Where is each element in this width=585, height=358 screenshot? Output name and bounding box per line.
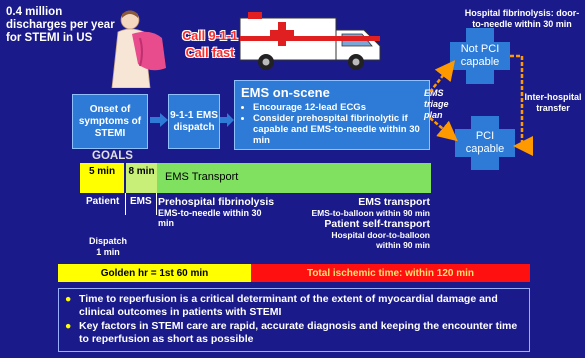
dispatch-time: Dispatch 1 min	[88, 236, 127, 257]
call-line-1: Call 9-1-1	[182, 29, 238, 43]
key-point-text: Key factors in STEMI care are rapid, acc…	[79, 320, 518, 345]
hospital-fibrinolysis-note: Hospital fibrinolysis: door-to-needle wi…	[464, 8, 580, 29]
arrow-right-icon	[220, 113, 234, 127]
goal-patient-segment: 5 min	[80, 163, 124, 193]
key-point-text: Time to reperfusion is a critical determ…	[79, 293, 498, 318]
ems-transport-label: EMS transport	[358, 196, 430, 208]
pci-hospital-cross: PCI capable	[455, 116, 515, 170]
discharge-statistic: 0.4 million discharges per year for STEM…	[6, 6, 115, 44]
self-transport-label: Patient self-transport	[324, 218, 430, 230]
patient-illustration	[111, 10, 166, 88]
divider	[125, 193, 126, 215]
call-911-text: Call 9-1-1 Call fast	[180, 28, 240, 62]
bullet-icon: ●	[65, 320, 72, 332]
ems-label: EMS	[130, 196, 152, 207]
dispatch-box: 9-1-1 EMS dispatch	[168, 94, 220, 149]
patient-label: Patient	[86, 196, 120, 207]
arrow-right-icon	[150, 113, 168, 127]
inter-hospital-transfer-label: Inter-hospital transfer	[524, 92, 582, 113]
prehospital-fibrinolysis: Prehospital fibrinolysis EMS-to-needle w…	[158, 196, 274, 228]
goal-ems-segment: 8 min	[126, 163, 157, 193]
total-ischemic-bar: Total ischemic time: within 120 min	[251, 264, 530, 282]
prehospital-title: Prehospital fibrinolysis	[158, 196, 275, 208]
divider	[156, 193, 157, 215]
not-pci-line-2: capable	[460, 56, 500, 68]
key-point: ● Time to reperfusion is a critical dete…	[65, 293, 523, 318]
key-point: ● Key factors in STEMI care are rapid, a…	[65, 320, 523, 345]
call-line-2: Call fast	[185, 46, 235, 60]
onset-box: Onset of symptoms of STEMI	[72, 94, 148, 149]
key-points-box: ● Time to reperfusion is a critical dete…	[58, 288, 530, 352]
transport-goals: EMS transport EMS-to-balloon within 90 m…	[270, 196, 430, 250]
ems-box-title: EMS on-scene	[241, 85, 330, 100]
arrow-to-pci	[429, 117, 458, 142]
pci-line-2: capable	[465, 143, 505, 155]
ems-to-balloon: EMS-to-balloon within 90 min	[311, 208, 430, 218]
golden-hour-bar: Golden hr = 1st 60 min	[58, 264, 251, 282]
pci-line-1: PCI	[475, 130, 495, 142]
ems-bullet: Consider prehospital fibrinolytic if cap…	[253, 113, 423, 146]
prehospital-sub: EMS-to-needle within 30 min	[158, 208, 262, 228]
ambulance-icon	[239, 12, 381, 70]
goals-heading: GOALS	[92, 150, 133, 162]
goal-transport-segment: EMS Transport	[157, 163, 431, 193]
not-pci-line-1: Not PCI	[460, 43, 500, 55]
ems-triage-plan-label: EMS triage plan	[424, 88, 449, 120]
ems-on-scene-box: EMS on-scene Encourage 12-lead ECGs Cons…	[234, 80, 430, 150]
not-pci-hospital-cross: Not PCI capable	[450, 28, 510, 84]
door-to-balloon: Hospital door-to-balloon within 90 min	[331, 230, 430, 250]
ems-bullet: Encourage 12-lead ECGs	[253, 102, 423, 113]
bullet-icon: ●	[65, 293, 72, 305]
